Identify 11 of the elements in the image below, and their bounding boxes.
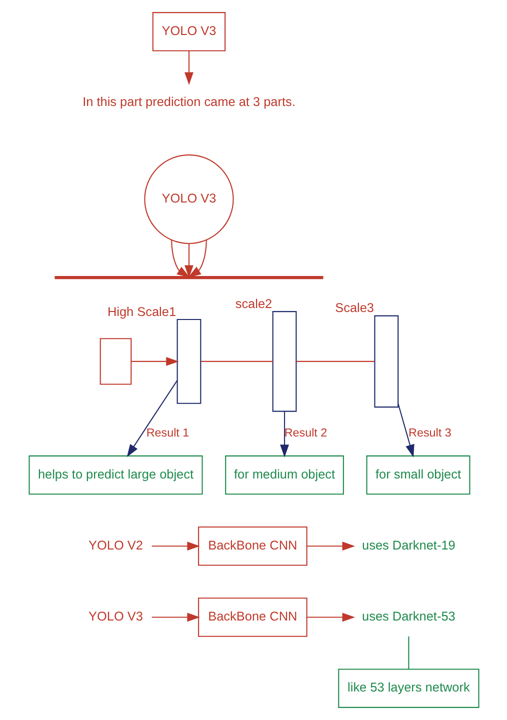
node-label: Scale3 <box>334 300 374 316</box>
node-text: uses Darknet-19 <box>362 537 455 552</box>
edge-label: Result 1 <box>146 426 189 440</box>
edge-label: Result 2 <box>284 426 327 440</box>
node-text: YOLO V2 <box>88 537 142 552</box>
node-text: In this part prediction came at 3 parts. <box>82 94 295 110</box>
node-text: YOLO V3 <box>88 608 142 624</box>
node-text: uses Darknet-53 <box>362 608 455 624</box>
edge-label: Result 3 <box>408 426 451 440</box>
node-label: scale2 <box>234 296 272 311</box>
node-label: High Scale1 <box>106 304 176 319</box>
